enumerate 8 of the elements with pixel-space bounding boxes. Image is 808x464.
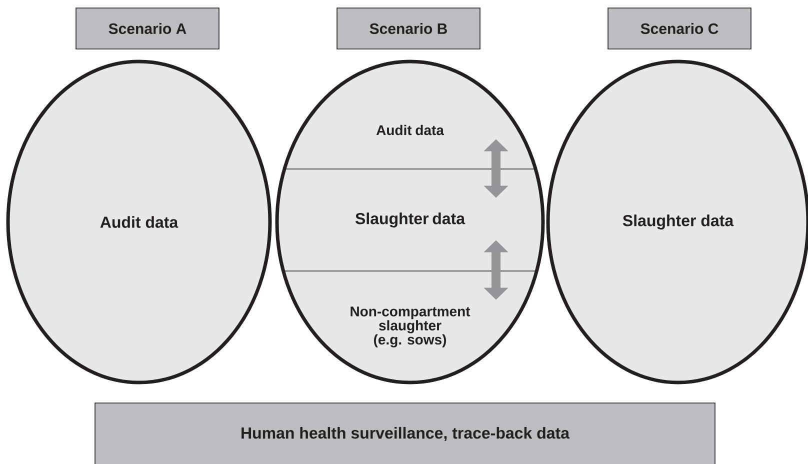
scenario-label: Scenario A (76, 8, 220, 50)
band-text: Non-compartment slaughter (e.g. sows) (350, 306, 470, 348)
band-text: Slaughter data (355, 212, 466, 228)
data-ellipse (275, 60, 545, 384)
summary-box: Human health surveillance, trace-back data (94, 402, 716, 464)
scenario-label: Scenario B (336, 8, 480, 50)
scenario-label: Scenario C (608, 8, 752, 50)
band-text: Audit data (376, 124, 444, 136)
